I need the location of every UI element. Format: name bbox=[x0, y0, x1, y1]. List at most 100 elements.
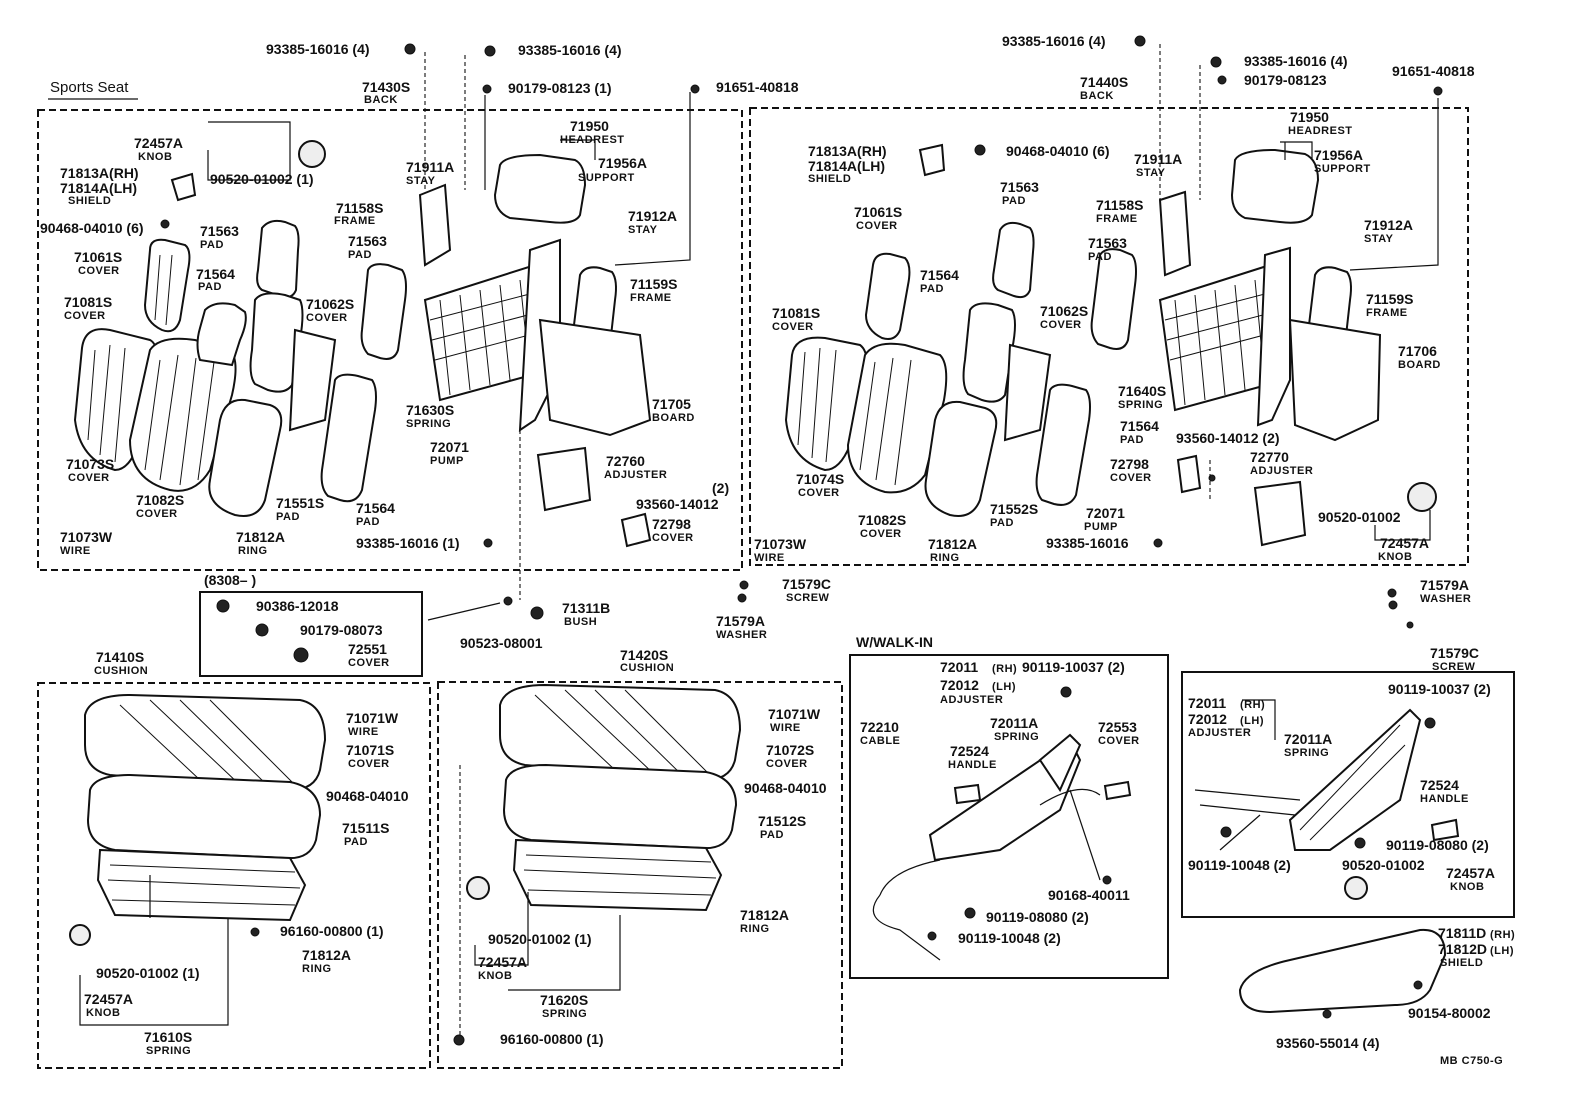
label-pad-7: PAD bbox=[1088, 251, 1112, 263]
label-90179-08123-a: 90179-08123 (1) bbox=[508, 80, 612, 96]
label-knob-4: KNOB bbox=[478, 970, 512, 982]
label-90119-08080-b: 90119-08080 (2) bbox=[1386, 837, 1489, 853]
label-ring-1: RING bbox=[238, 545, 268, 557]
label-cover-12: COVER bbox=[1110, 472, 1152, 484]
label-93560-14012-b: 93560-14012 (2) bbox=[1176, 430, 1280, 446]
label-frame-1: FRAME bbox=[334, 215, 376, 227]
label-72770: 72770 bbox=[1250, 449, 1289, 465]
label-71074s: 71074S bbox=[796, 471, 844, 487]
label-93385-16016-a: 93385-16016 (4) bbox=[266, 41, 370, 57]
label-93560-55014: 93560-55014 (4) bbox=[1276, 1035, 1380, 1051]
label-71512s: 71512S bbox=[758, 813, 806, 829]
leader-lines bbox=[79, 44, 1439, 1035]
label-stay-2: STAY bbox=[628, 224, 658, 236]
label-93385-16016-c: 93385-16016 (1) bbox=[356, 535, 460, 551]
label-cover-10: COVER bbox=[772, 321, 814, 333]
label-cover-15: COVER bbox=[766, 758, 808, 770]
label-72011a-1: 72011A bbox=[990, 715, 1038, 731]
label-wire-1: WIRE bbox=[60, 545, 91, 557]
label-spring-2: SPRING bbox=[1118, 399, 1163, 411]
label-71511s: 71511S bbox=[342, 820, 390, 836]
label-cover-2: COVER bbox=[306, 312, 348, 324]
label-71579a-1: 71579A bbox=[716, 613, 765, 629]
label-knob-3: KNOB bbox=[86, 1007, 120, 1019]
right-adjuster-box bbox=[1181, 671, 1515, 918]
label-72011-1: 72011 bbox=[940, 659, 978, 675]
label-71563-2: 71563 bbox=[348, 233, 387, 249]
label-71061s-1: 71061S bbox=[74, 249, 122, 265]
label-71813a-1: 71813A(RH) bbox=[60, 165, 139, 181]
label-71073s: 71073S bbox=[66, 456, 114, 472]
label-72551: 72551 bbox=[348, 641, 387, 657]
label-71912a-2: 71912A bbox=[1364, 217, 1413, 233]
label-71082s-2: 71082S bbox=[858, 512, 906, 528]
label-90168-40011: 90168-40011 bbox=[1048, 887, 1130, 903]
label-71430s: 71430S bbox=[362, 79, 410, 95]
label-90520-01002-a: 90520-01002 (1) bbox=[210, 171, 314, 187]
label-cable-1: CABLE bbox=[860, 735, 900, 747]
label-71812a-3: 71812A bbox=[302, 947, 351, 963]
label-96160-00800-a: 96160-00800 (1) bbox=[280, 923, 384, 939]
label-board-1: BOARD bbox=[652, 412, 695, 424]
label-cover-16: COVER bbox=[1098, 735, 1140, 747]
label-cushion-2: CUSHION bbox=[620, 662, 674, 674]
label-90119-10037-a: 90119-10037 (2) bbox=[1022, 659, 1125, 675]
label-72798-2: 72798 bbox=[1110, 456, 1149, 472]
label-handle-2: HANDLE bbox=[1420, 793, 1469, 805]
label-back-1: BACK bbox=[364, 94, 398, 106]
label-71610s: 71610S bbox=[144, 1029, 192, 1045]
label-screw-2: SCREW bbox=[1432, 661, 1476, 673]
label-93385-16016-d: 93385-16016 (4) bbox=[1002, 33, 1106, 49]
label-stay-4: STAY bbox=[1364, 233, 1394, 245]
label-93560-qty: (2) bbox=[712, 480, 729, 496]
label-91651-40818-a: 91651-40818 bbox=[716, 79, 799, 95]
label-shield-2: SHIELD bbox=[808, 173, 851, 185]
label-71061s-2: 71061S bbox=[854, 204, 902, 220]
label-71158s-1: 71158S bbox=[336, 200, 384, 216]
label-72457a-4: 72457A bbox=[478, 954, 527, 970]
label-71081s-2: 71081S bbox=[772, 305, 820, 321]
label-71082s-1: 71082S bbox=[136, 492, 184, 508]
label-spring-1: SPRING bbox=[406, 418, 451, 430]
label-71812a-1: 71812A bbox=[236, 529, 285, 545]
label-72210: 72210 bbox=[860, 719, 899, 735]
label-cover-5: COVER bbox=[136, 508, 178, 520]
label-72553: 72553 bbox=[1098, 719, 1137, 735]
label-adjuster-3: ADJUSTER bbox=[940, 694, 1003, 706]
label-frame-3: FRAME bbox=[1096, 213, 1138, 225]
label-lh-1: (LH) bbox=[992, 681, 1016, 693]
label-stay-1: STAY bbox=[406, 175, 436, 187]
label-71440s: 71440S bbox=[1080, 74, 1128, 90]
label-71564-3: 71564 bbox=[920, 267, 959, 283]
label-knob-2: KNOB bbox=[1378, 551, 1412, 563]
label-72457a-5: 72457A bbox=[1446, 865, 1495, 881]
label-ring-4: RING bbox=[740, 923, 770, 935]
label-handle-1: HANDLE bbox=[948, 759, 997, 771]
label-71950-2: 71950 bbox=[1290, 109, 1329, 125]
label-71062s-2: 71062S bbox=[1040, 303, 1088, 319]
walk-in-box bbox=[849, 654, 1169, 979]
label-71551s: 71551S bbox=[276, 495, 324, 511]
label-ring-2: RING bbox=[930, 552, 960, 564]
label-spring-5: SPRING bbox=[994, 731, 1039, 743]
left-cushion-box bbox=[37, 682, 431, 1069]
label-72524-2: 72524 bbox=[1420, 777, 1459, 793]
label-71911a-1: 71911A bbox=[406, 159, 454, 175]
label-71159s-2: 71159S bbox=[1366, 291, 1414, 307]
label-71564-1: 71564 bbox=[196, 266, 235, 282]
bush-kit-box bbox=[199, 591, 423, 677]
label-90468-04010-b: 90468-04010 (6) bbox=[1006, 143, 1110, 159]
label-frame-4: FRAME bbox=[1366, 307, 1408, 319]
label-90179-08073: 90179-08073 bbox=[300, 622, 383, 638]
label-72011a-2: 72011A bbox=[1284, 731, 1332, 747]
left-back-parts bbox=[73, 140, 652, 548]
label-cover-14: COVER bbox=[348, 758, 390, 770]
label-pad-4: PAD bbox=[276, 511, 300, 523]
label-72071-2: 72071 bbox=[1086, 505, 1125, 521]
label-71564-4: 71564 bbox=[1120, 418, 1159, 434]
label-91651-40818-b: 91651-40818 bbox=[1392, 63, 1475, 79]
label-pump-1: PUMP bbox=[430, 455, 464, 467]
label-headrest-2: HEADREST bbox=[1288, 125, 1353, 137]
label-cover-4: COVER bbox=[68, 472, 110, 484]
date-code: (8308– ) bbox=[204, 572, 256, 588]
